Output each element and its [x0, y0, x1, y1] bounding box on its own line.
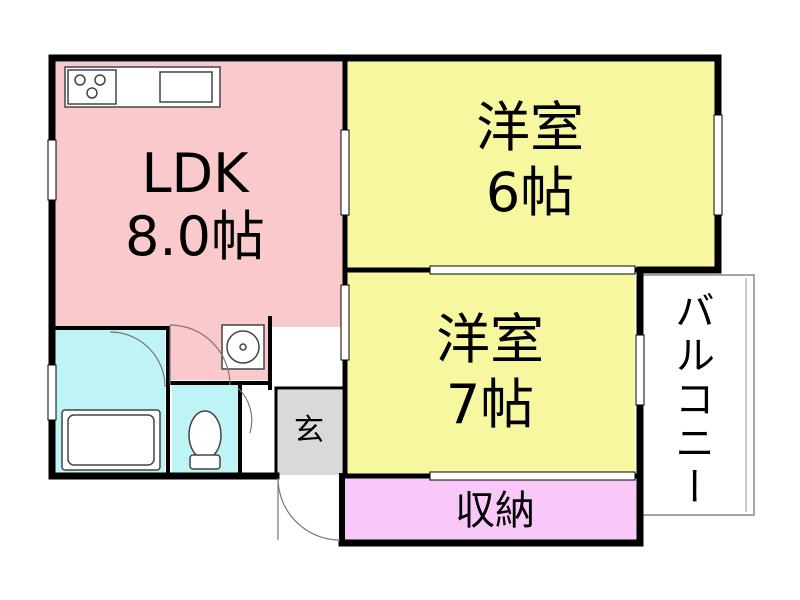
- entrance-area: [276, 390, 342, 475]
- storage-area: [345, 478, 639, 540]
- door-swings: [109, 324, 341, 541]
- windows: [47, 114, 723, 481]
- balcony-label: バルコニー: [668, 290, 714, 510]
- western-room-6-size: 6帖: [485, 160, 575, 224]
- western-room-7-label: 洋室 7帖: [410, 308, 570, 436]
- bathtub: [61, 409, 161, 471]
- western-room-6-name: 洋室: [476, 96, 584, 159]
- western-room-6-area: [345, 62, 715, 268]
- kitchen-counter: [64, 66, 221, 108]
- ldk-name: LDK: [141, 142, 249, 205]
- ldk-size: 8.0帖: [125, 204, 265, 268]
- balcony-area: [641, 274, 755, 516]
- western-room-7-area: [345, 272, 635, 474]
- washbasin: [221, 324, 265, 370]
- ldk-label: LDK 8.0帖: [110, 142, 280, 268]
- toilet: [188, 410, 222, 470]
- western-room-7-size: 7帖: [445, 372, 535, 436]
- storage-label: 収納: [455, 488, 535, 534]
- entrance-label: 玄: [294, 413, 324, 448]
- western-room-6-label: 洋室 6帖: [450, 96, 610, 224]
- western-room-7-name: 洋室: [436, 308, 544, 371]
